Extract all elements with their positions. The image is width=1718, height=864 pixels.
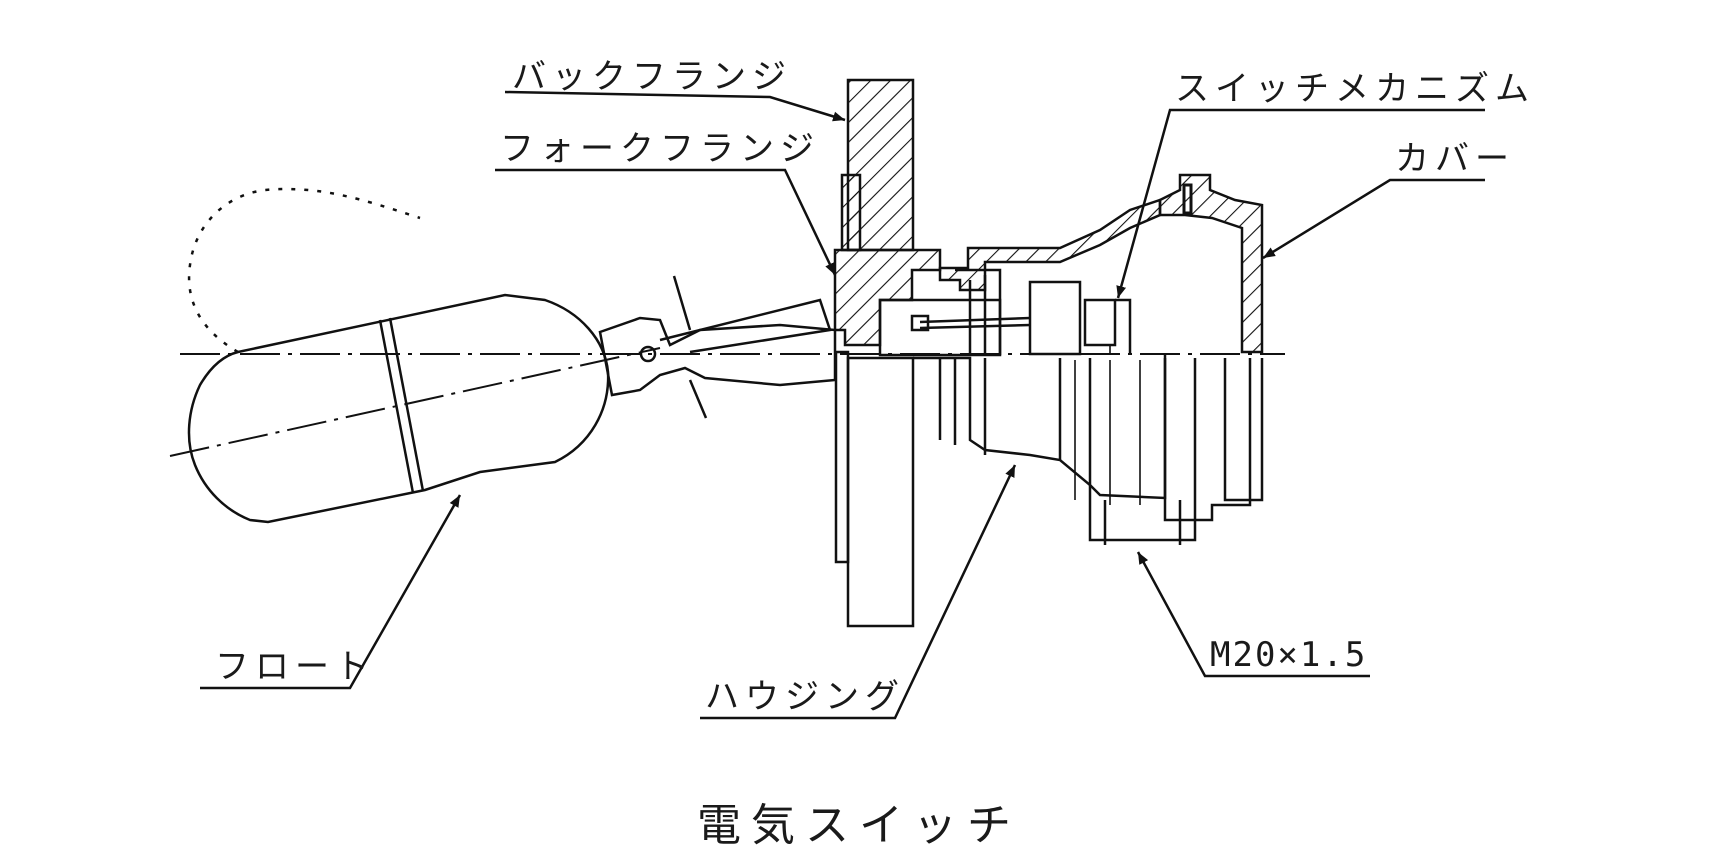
float-stem bbox=[598, 316, 837, 397]
leader-float bbox=[200, 494, 462, 690]
label-thread: M20×1.5 bbox=[1210, 635, 1367, 675]
float-body bbox=[187, 293, 610, 524]
housing-step bbox=[938, 358, 957, 445]
housing-top bbox=[938, 198, 1162, 292]
leader-switch-mechanism bbox=[1116, 108, 1485, 299]
leader-housing bbox=[700, 464, 1017, 720]
cover-rim bbox=[1223, 358, 1264, 502]
fork-pin-lower bbox=[688, 379, 708, 419]
cover bbox=[1158, 173, 1264, 354]
switch-lever bbox=[919, 316, 1031, 330]
label-housing: ハウジング bbox=[705, 677, 905, 717]
leader-thread bbox=[1136, 551, 1370, 678]
housing-neck bbox=[983, 358, 1062, 460]
nut bbox=[1163, 358, 1252, 522]
label-cover: カバー bbox=[1395, 139, 1515, 179]
float-axis-centerline bbox=[169, 347, 661, 457]
float-alternate-position bbox=[187, 187, 421, 354]
thread-section bbox=[1088, 358, 1197, 545]
cover-vent bbox=[1182, 183, 1193, 215]
diagram-caption: 電気スイッチ bbox=[697, 800, 1021, 851]
fork-pin-upper bbox=[672, 275, 692, 331]
gasket bbox=[834, 350, 850, 564]
float-band-2 bbox=[388, 317, 425, 492]
float-band bbox=[378, 319, 415, 494]
switch-contact bbox=[1083, 298, 1117, 347]
leader-cover bbox=[1262, 178, 1485, 260]
housing-body bbox=[913, 354, 1167, 500]
pivot-pin bbox=[639, 345, 657, 363]
mechanism-cage bbox=[1115, 298, 1132, 355]
label-float: フロート bbox=[215, 647, 375, 687]
label-fork-flange: フォークフランジ bbox=[500, 129, 820, 169]
leader-back-flange bbox=[504, 90, 846, 122]
label-back-flange: バックフランジ bbox=[512, 57, 792, 97]
switch-block bbox=[1028, 280, 1082, 356]
label-switch-mechanism: スイッチメカニズム bbox=[1175, 69, 1535, 109]
leader-fork-flange bbox=[495, 168, 837, 276]
spring-frame bbox=[955, 268, 1002, 355]
housing-lines bbox=[1074, 345, 1141, 505]
fork-flange-top bbox=[840, 173, 862, 252]
flange-lower bbox=[846, 356, 915, 628]
magnet bbox=[910, 314, 930, 332]
pivot-arm bbox=[659, 298, 832, 354]
